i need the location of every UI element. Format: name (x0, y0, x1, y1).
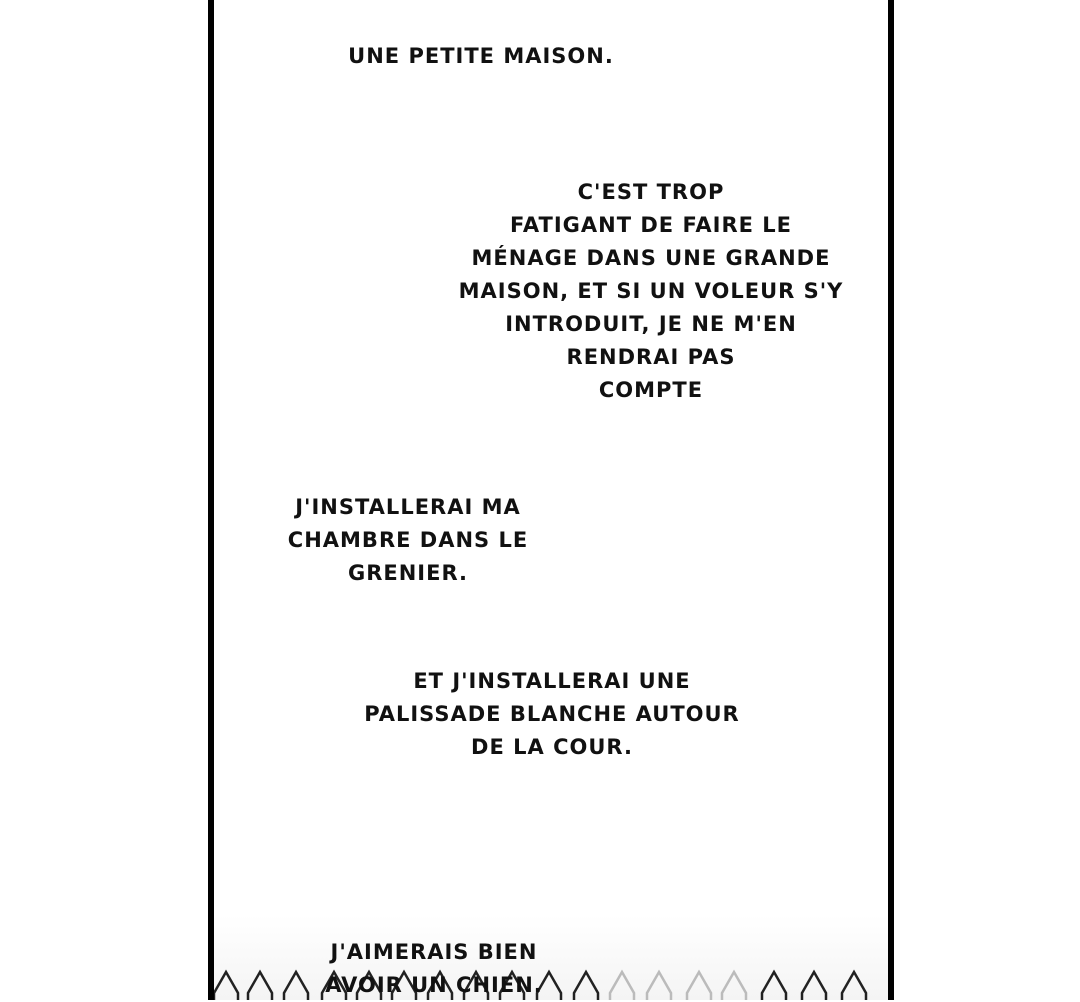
fence-picket (355, 969, 383, 1000)
caption-line: J'AIMERAIS BIEN (330, 940, 538, 964)
fence-picket (246, 969, 274, 1000)
caption-line: PALISSADE BLANCHE AUTOUR (364, 702, 740, 726)
fence-picket (535, 969, 563, 1000)
caption-line: C'EST TROP (577, 180, 725, 204)
fence-picket (572, 969, 600, 1000)
fence-picket (390, 969, 418, 1000)
caption-line: DE LA COUR. (471, 735, 633, 759)
caption-line: MÉNAGE DANS UNE GRANDE (471, 246, 831, 270)
caption-line: FATIGANT DE FAIRE LE (509, 213, 793, 237)
fence-picket (498, 969, 526, 1000)
picket-fence-drawing (214, 915, 888, 1000)
comic-panel (208, 0, 894, 1000)
fence-picket (760, 969, 788, 1000)
fence-picket (282, 969, 310, 1000)
caption-line: ET J'INSTALLERAI UNE (413, 669, 691, 693)
fence-picket (720, 969, 748, 1000)
fence-picket (840, 969, 868, 1000)
fence-picket (608, 969, 636, 1000)
caption-line: RENDRAI PAS (566, 345, 736, 369)
caption-attic-room: J'INSTALLERAI MA CHAMBRE DANS LE GRENIER… (288, 491, 528, 590)
fence-picket (645, 969, 673, 1000)
caption-line: CHAMBRE DANS LE (287, 528, 529, 552)
caption-line: AVOIR UN CHIEN. (325, 973, 543, 997)
fence-picket (462, 969, 490, 1000)
caption-small-house: UNE PETITE MAISON. (348, 40, 614, 73)
caption-big-house-tiring: C'EST TROP FATIGANT DE FAIRE LE MÉNAGE D… (459, 176, 844, 407)
caption-line: UNE PETITE MAISON. (348, 44, 614, 68)
caption-line: MAISON, ET SI UN VOLEUR S'Y (458, 279, 844, 303)
caption-line: COMPTE (598, 378, 704, 402)
caption-line: INTRODUIT, JE NE M'EN (505, 312, 797, 336)
caption-line: GRENIER. (347, 561, 469, 585)
caption-white-fence: ET J'INSTALLERAI UNE PALISSADE BLANCHE A… (364, 665, 739, 764)
fence-picket (685, 969, 713, 1000)
fence-picket (800, 969, 828, 1000)
caption-dog: J'AIMERAIS BIEN AVOIR UN CHIEN. (325, 936, 543, 1002)
fence-picket (214, 969, 240, 1000)
caption-line: J'INSTALLERAI MA (295, 495, 521, 519)
fence-picket (426, 969, 454, 1000)
fence-picket (320, 969, 348, 1000)
